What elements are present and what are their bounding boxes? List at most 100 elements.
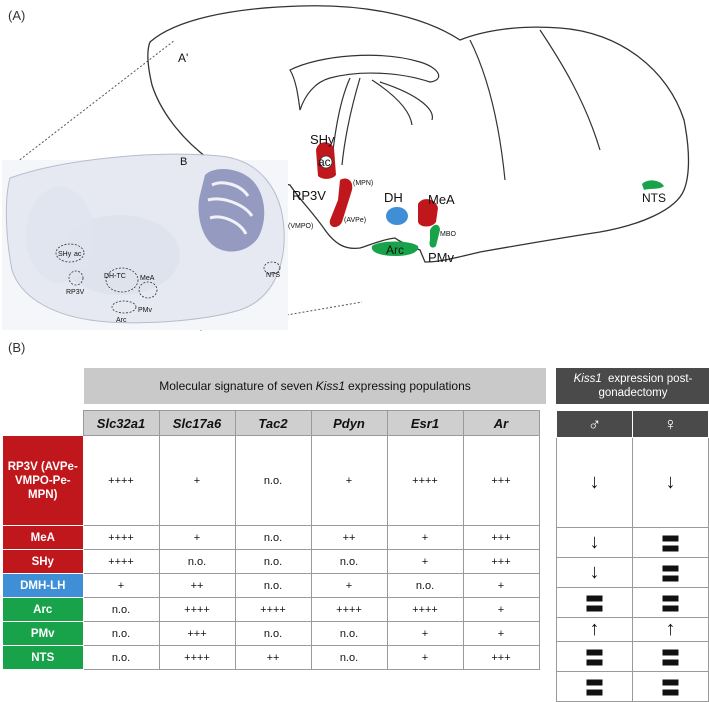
label-mea: MeA — [428, 192, 455, 207]
population-shy: SHy — [2, 549, 84, 574]
population-nts: NTS — [2, 645, 84, 670]
table-cell: ++++ — [386, 597, 464, 622]
brain-sagittal-diagram: SHy ac (MPN) RP3V (AVPe) (VMPO) DH MeA M… — [2, 5, 690, 331]
nts-region — [642, 180, 664, 190]
table-cell: + — [82, 573, 160, 598]
section-label-arc: Arc — [116, 317, 127, 324]
table-row: RP3V (AVPe-VMPO-Pe-MPN) ++++ + n.o. + ++… — [2, 435, 540, 526]
ac-marker — [319, 155, 333, 169]
label-avpe: (AVPe) — [344, 217, 366, 224]
gene-header-tac2: Tac2 — [234, 410, 312, 436]
label-mbo: MBO — [440, 231, 457, 238]
dh-region — [386, 207, 408, 225]
table-cell: +++ — [462, 525, 540, 550]
arc-region — [371, 241, 419, 256]
fornix — [331, 77, 433, 166]
signature-title-gene: Kiss1 — [315, 379, 345, 393]
male-change-icon: ↑ — [556, 617, 633, 642]
label-vmpo: (VMPO) — [288, 223, 313, 230]
table-cell: + — [462, 573, 540, 598]
table-cell: + — [462, 621, 540, 646]
table-cell: ++++ — [158, 597, 236, 622]
male-change-icon: 〓 — [556, 641, 633, 672]
label-pmv: PMv — [428, 250, 455, 265]
male-symbol-icon: ♂ — [556, 410, 633, 438]
table-cell: + — [386, 549, 464, 574]
table-cell: n.o. — [310, 645, 388, 670]
label-ac: ac — [318, 155, 331, 169]
table-cell: +++ — [462, 645, 540, 670]
table-cell: n.o. — [310, 549, 388, 574]
label-mpn: (MPN) — [353, 180, 373, 187]
table-cell: n.o. — [234, 549, 312, 574]
male-change-icon: ↓ — [556, 557, 633, 588]
table-cell: ++ — [234, 645, 312, 670]
female-change-icon: ↓ — [632, 437, 709, 528]
table-cell: n.o. — [82, 645, 160, 670]
male-change-icon: 〓 — [556, 587, 633, 618]
table-cell: + — [158, 525, 236, 550]
sex-header-row: ♂ ♀ — [556, 410, 709, 438]
table-cell: n.o. — [234, 435, 312, 526]
table-cell: ++++ — [82, 549, 160, 574]
signature-title-suffix: expressing populations — [348, 379, 471, 393]
section-shy-outline — [55, 243, 85, 263]
table-cell: +++ — [158, 621, 236, 646]
label-rp3v: RP3V — [292, 188, 326, 203]
zoom-line-top — [3, 39, 176, 173]
gene-header-slc32a1: Slc32a1 — [82, 410, 160, 436]
panel-b-label: (B) — [8, 340, 26, 355]
female-change-icon: 〓 — [632, 557, 709, 588]
table-row: PMv n.o. +++ n.o. n.o. + + — [2, 621, 540, 646]
section-label-dhtc: DH-TC — [104, 273, 126, 280]
table-cell: ++++ — [82, 525, 160, 550]
label-shy: SHy — [310, 132, 335, 147]
section-dhtc-outline — [105, 267, 139, 293]
signature-title-prefix: Molecular signature of seven — [159, 379, 313, 393]
table-cell: n.o. — [82, 597, 160, 622]
mea-region — [418, 199, 438, 227]
gonadectomy-title-gene: Kiss1 — [573, 373, 602, 385]
female-change-icon: 〓 — [632, 527, 709, 558]
molecular-signature-table: Slc32a1 Slc17a6 Tac2 Pdyn Esr1 Ar RP3V (… — [2, 410, 540, 670]
table-cell: + — [386, 525, 464, 550]
population-dmh-lh: DMH-LH — [2, 573, 84, 598]
table-row: ↓ 〓 — [556, 557, 709, 588]
male-change-icon: ↓ — [556, 527, 633, 558]
table-cell: + — [310, 435, 388, 526]
table-cell: + — [462, 597, 540, 622]
table-row: 〓 〓 — [556, 671, 709, 702]
label-b: B — [180, 156, 187, 168]
rp3v-region — [329, 178, 353, 228]
table-cell: ++++ — [82, 435, 160, 526]
table-cell: + — [386, 645, 464, 670]
section-label-pmv: PMv — [138, 307, 153, 314]
table-cell: ++ — [310, 525, 388, 550]
table-cell: + — [310, 573, 388, 598]
table-row: SHy ++++ n.o. n.o. n.o. + +++ — [2, 549, 540, 574]
table-cell: + — [386, 621, 464, 646]
histology-section — [2, 153, 288, 330]
male-change-icon: ↓ — [556, 437, 633, 528]
table-cell: ++++ — [158, 645, 236, 670]
section-rp3v-outline — [68, 270, 84, 286]
signature-table-title: Molecular signature of seven Kiss1 expre… — [84, 368, 546, 404]
female-change-icon: 〓 — [632, 587, 709, 618]
table-row: MeA ++++ + n.o. ++ + +++ — [2, 525, 540, 550]
table-cell: n.o. — [386, 573, 464, 598]
label-arc: Arc — [386, 243, 404, 257]
table-cell: n.o. — [234, 621, 312, 646]
table-cell: n.o. — [310, 621, 388, 646]
population-arc: Arc — [2, 597, 84, 622]
section-arc-outline — [111, 300, 137, 314]
corner-cell — [3, 411, 84, 436]
table-row: 〓 〓 — [556, 641, 709, 672]
table-row: DMH-LH + ++ n.o. + n.o. + — [2, 573, 540, 598]
zoom-line-bottom — [199, 301, 363, 331]
table-row: 〓 〓 — [556, 587, 709, 618]
gonadectomy-title: Kiss1 expression post-gonadectomy — [556, 368, 709, 404]
brainstem-line — [469, 29, 601, 181]
section-mea-outline — [138, 281, 158, 299]
table-cell: ++++ — [234, 597, 312, 622]
gene-header-ar: Ar — [462, 410, 540, 436]
